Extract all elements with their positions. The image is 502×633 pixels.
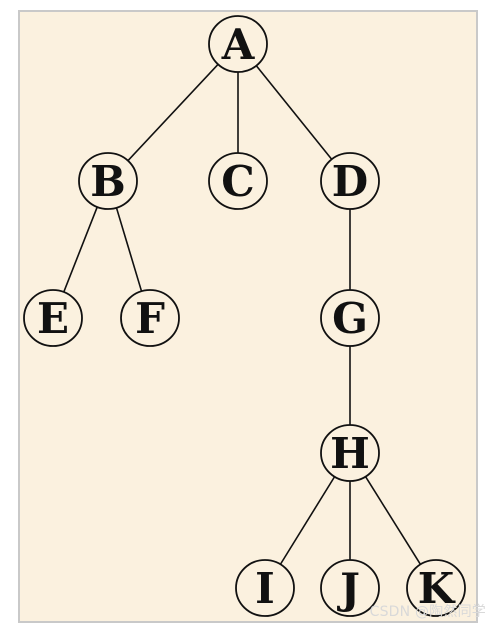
node-label-h: H [330, 429, 370, 478]
node-a: A [208, 15, 268, 73]
node-label-k: K [418, 564, 456, 613]
node-circle-b [78, 152, 138, 210]
edge-a-b [126, 62, 220, 163]
node-circle-c [208, 152, 268, 210]
node-f: F [120, 289, 180, 347]
node-circle-i [235, 559, 295, 617]
node-circle-d [320, 152, 380, 210]
node-h: H [320, 424, 380, 482]
node-b: B [78, 152, 138, 210]
node-circle-j [320, 559, 380, 617]
node-j: J [320, 559, 380, 617]
node-label-d: D [332, 157, 368, 206]
node-label-a: A [221, 20, 256, 69]
node-c: C [208, 152, 268, 210]
node-k: K [406, 559, 466, 617]
node-circle-e [23, 289, 83, 347]
edge-a-d [254, 64, 334, 161]
node-g: G [320, 289, 380, 347]
node-label-e: E [37, 294, 69, 343]
edge-h-k [364, 475, 422, 566]
watermark-text: CSDN @陶然同学 [369, 604, 486, 620]
node-label-c: C [221, 157, 254, 206]
node-circle-k [406, 559, 466, 617]
node-label-j: J [336, 564, 360, 613]
edge-h-i [278, 475, 337, 566]
node-label-g: G [332, 294, 368, 343]
node-circle-a [208, 15, 268, 73]
node-label-f: F [135, 294, 165, 343]
edges-layer [62, 62, 422, 566]
diagram-frame [18, 10, 478, 623]
node-circle-h [320, 424, 380, 482]
node-circle-g [320, 289, 380, 347]
edge-b-e [62, 205, 99, 294]
node-e: E [23, 289, 83, 347]
node-circle-f [120, 289, 180, 347]
nodes-layer: A B C D E F G H I J K [23, 15, 466, 617]
node-label-b: B [90, 157, 126, 206]
node-label-i: I [255, 564, 275, 613]
node-d: D [320, 152, 380, 210]
node-i: I [235, 559, 295, 617]
edge-b-f [115, 206, 143, 293]
